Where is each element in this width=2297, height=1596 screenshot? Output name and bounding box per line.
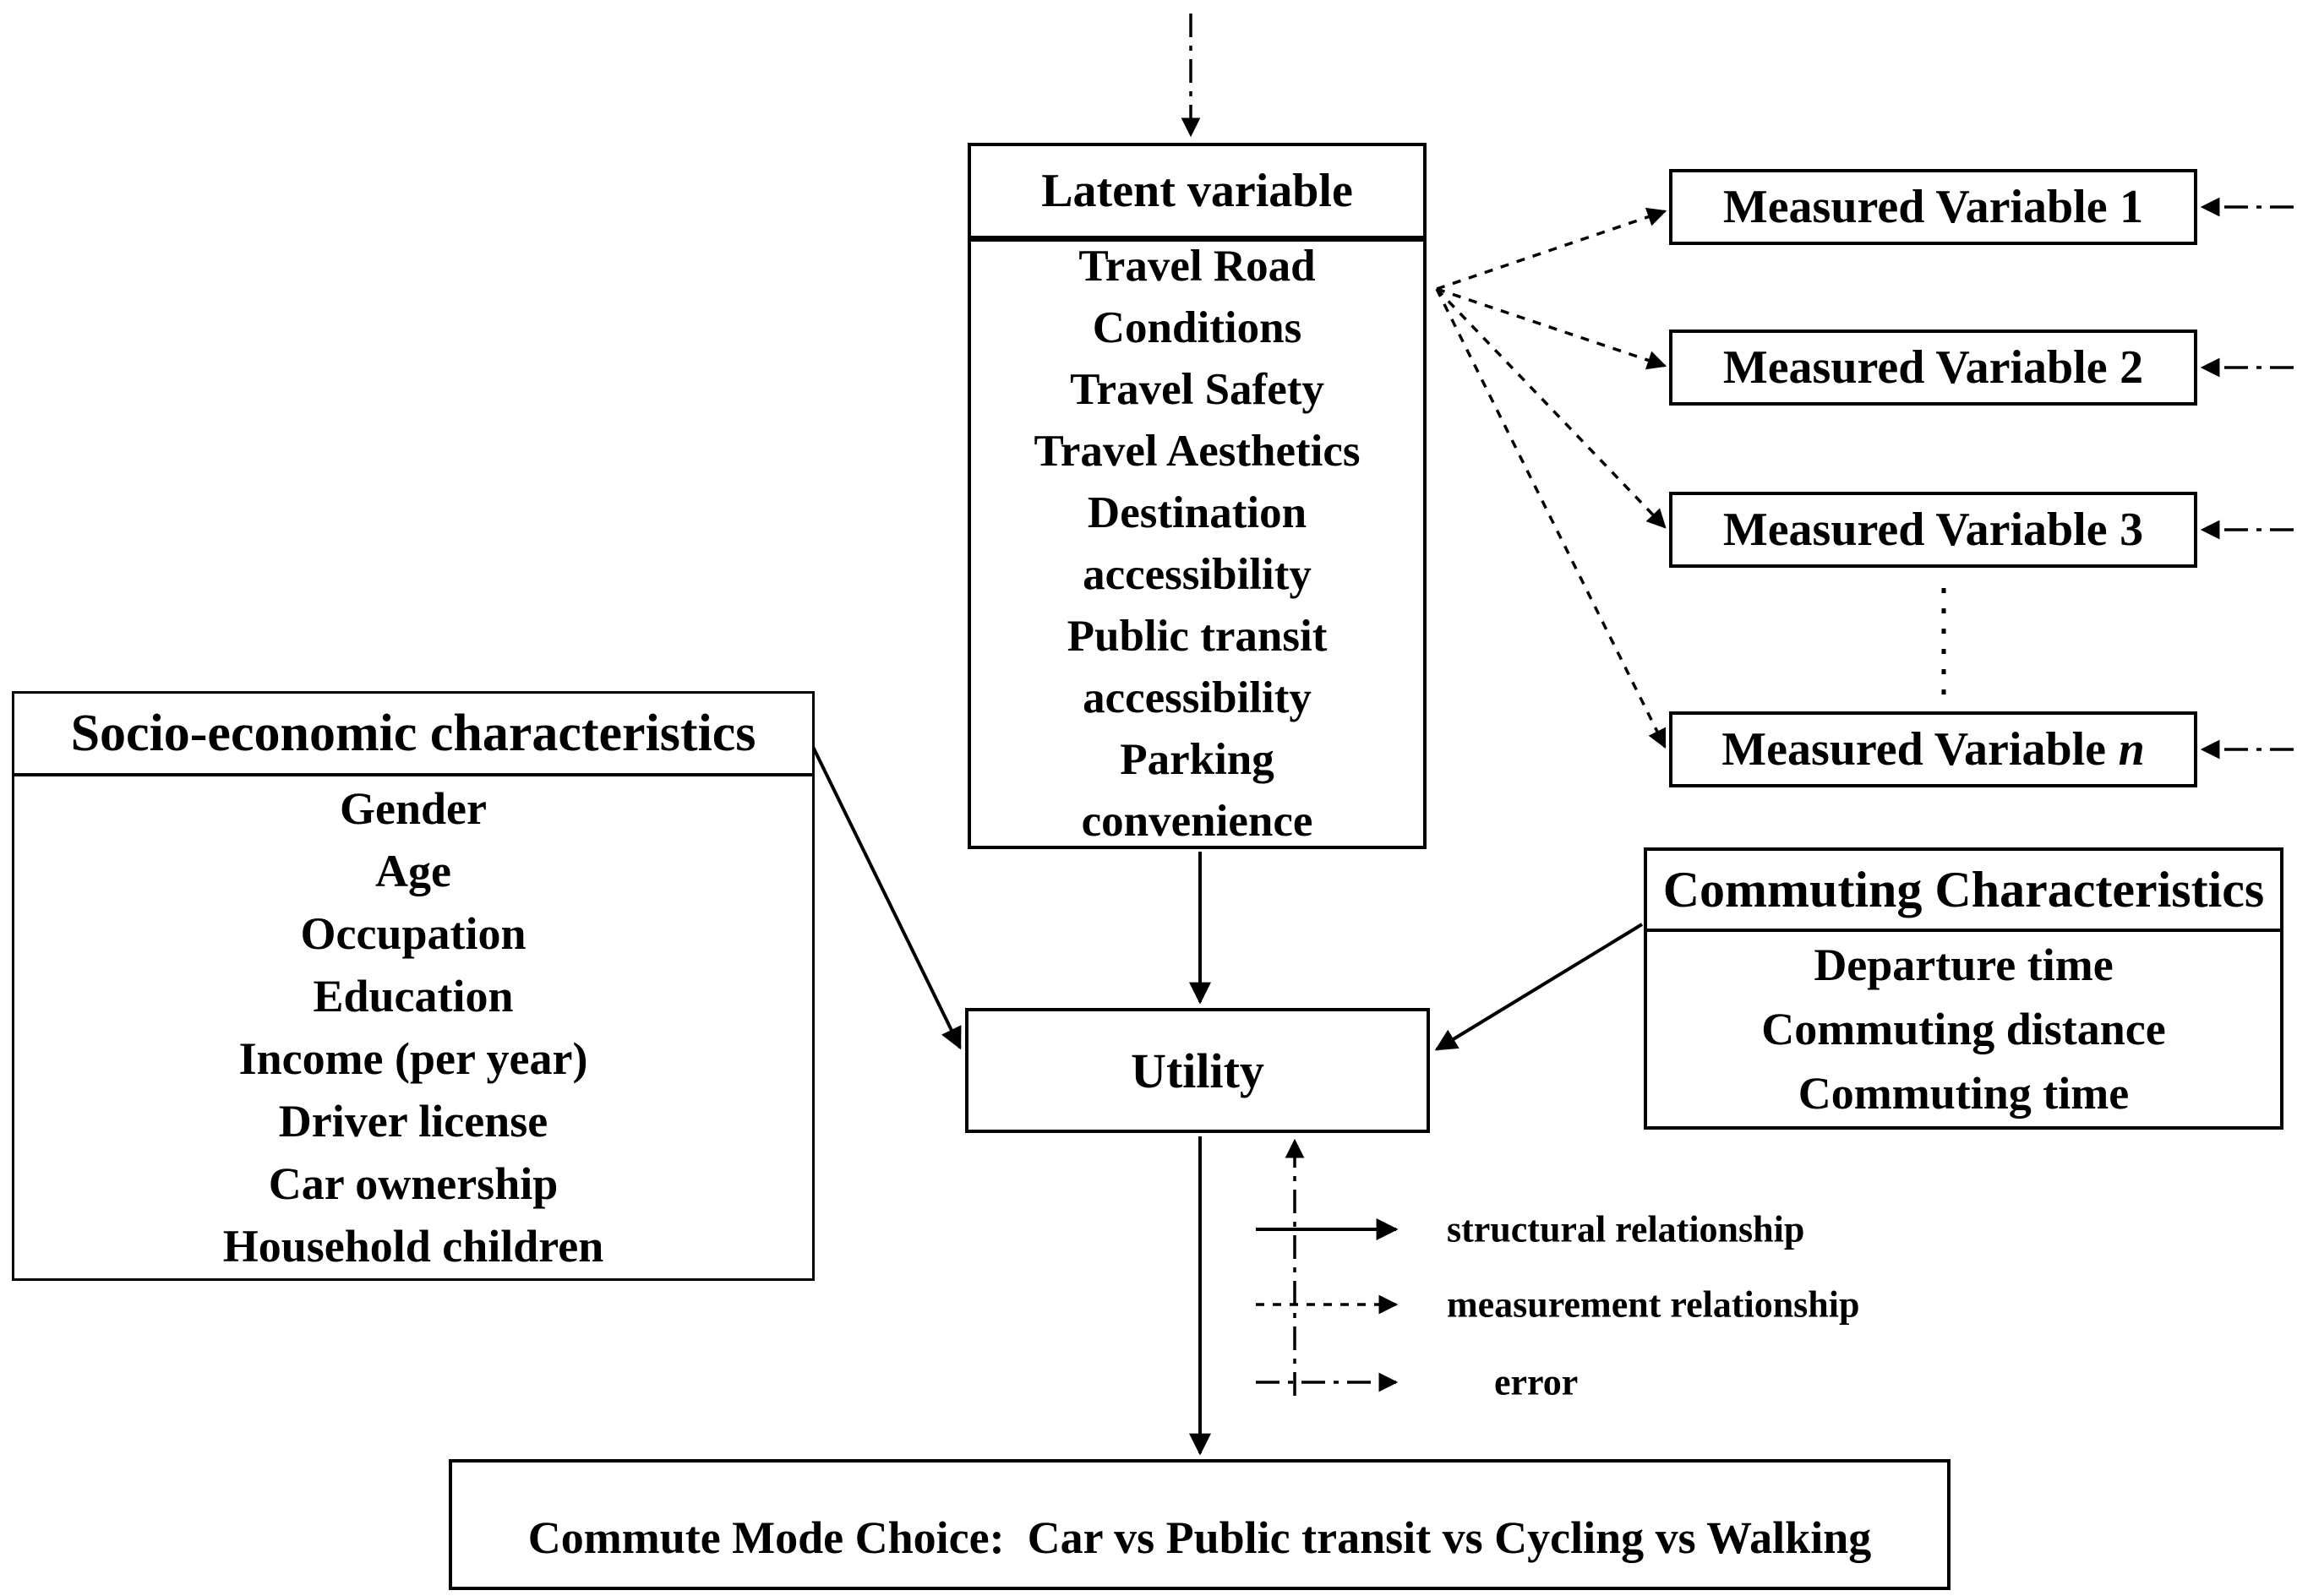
socio-item: Car ownership	[268, 1158, 559, 1209]
measured-variable-n-box: Measured Variable n	[1669, 711, 2197, 787]
commuting-item-list: Departure time Commuting distance Commut…	[1647, 932, 2280, 1126]
socio-item: Gender	[340, 783, 487, 834]
measured-variable-label: Measured Variable	[1722, 341, 2108, 394]
structural-arrow-socio-to-utility	[811, 746, 962, 1050]
measurement-arrow-mv1	[1436, 207, 1667, 291]
latent-item: Destination accessibility	[1083, 488, 1312, 599]
commuting-characteristics-box: Commuting Characteristics Departure time…	[1644, 847, 2283, 1130]
measured-variable-index: 1	[2120, 181, 2144, 233]
commuting-characteristics-title: Commuting Characteristics	[1647, 851, 2280, 932]
measured-variable-2-box: Measured Variable 2	[1669, 330, 2197, 406]
structural-arrow-commuting-to-utility	[1434, 923, 1644, 1051]
socio-item: Education	[313, 971, 514, 1021]
legend-structural-relationship-label: structural relationship	[1447, 1208, 1805, 1250]
measured-variable-label: Measured Variable	[1722, 504, 2108, 556]
measurement-arrow-mv3	[1435, 287, 1667, 529]
latent-item: Travel Road Conditions	[1078, 241, 1316, 352]
measured-variable-index: 2	[2120, 341, 2144, 394]
socio-item: Driver license	[278, 1096, 548, 1147]
commuting-item: Commuting distance	[1761, 1004, 2166, 1054]
latent-variable-box: Latent variable Travel Road Conditions T…	[968, 143, 1427, 849]
latent-variable-item-list: Travel Road Conditions Travel Safety Tra…	[971, 242, 1423, 846]
commuting-item: Commuting time	[1798, 1068, 2130, 1119]
measured-variable-index: 3	[2120, 504, 2144, 556]
socio-item: Household children	[222, 1221, 604, 1272]
measured-variable-1-box: Measured Variable 1	[1669, 169, 2197, 245]
commute-mode-choice-box: Commute Mode Choice: Car vs Public trans…	[449, 1459, 1951, 1590]
socio-item: Age	[375, 846, 451, 896]
measurement-arrow-mv2	[1436, 287, 1667, 370]
legend-error-label: error	[1494, 1361, 1579, 1403]
socio-economic-item-list: Gender Age Occupation Education Income (…	[14, 776, 812, 1278]
latent-item: Travel Safety	[1070, 364, 1324, 414]
commuting-item: Departure time	[1814, 940, 2114, 990]
utility-box: Utility	[965, 1008, 1430, 1133]
latent-item: Travel Aesthetics	[1034, 426, 1361, 476]
socio-economic-box: Socio-economic characteristics Gender Ag…	[12, 691, 815, 1281]
measured-variable-label: Measured Variable	[1721, 723, 2107, 776]
socio-item: Occupation	[300, 908, 527, 959]
measurement-arrow-mvn	[1435, 288, 1667, 749]
socio-economic-title: Socio-economic characteristics	[14, 694, 812, 776]
socio-item: Income (per year)	[238, 1033, 588, 1084]
legend-measurement-relationship-label: measurement relationship	[1447, 1283, 1860, 1326]
latent-item: Public transit accessibility	[1067, 611, 1328, 722]
utility-label: Utility	[1131, 1043, 1264, 1098]
measured-variable-label: Measured Variable	[1722, 181, 2108, 233]
latent-item: Parking convenience	[1081, 734, 1313, 846]
measured-variable-index: n	[2118, 723, 2145, 776]
latent-variable-title: Latent variable	[971, 146, 1423, 242]
commute-mode-choice-label: Commute Mode Choice: Car vs Public trans…	[527, 1512, 1872, 1563]
measured-variable-3-box: Measured Variable 3	[1669, 492, 2197, 568]
